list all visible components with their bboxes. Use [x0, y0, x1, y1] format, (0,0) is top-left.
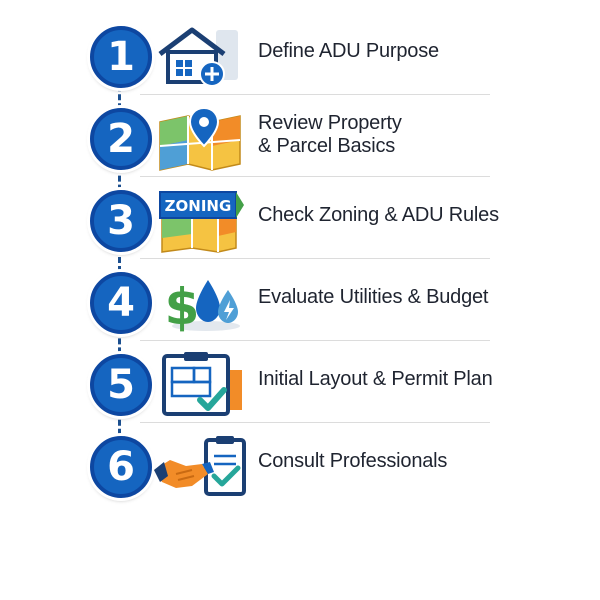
step-label: Evaluate Utilities & Budget [258, 286, 488, 309]
utilities-dollar-icon: $ [165, 278, 240, 336]
step-1: 1 Define ADU Purpose [0, 20, 600, 100]
step-label: Define ADU Purpose [258, 40, 439, 63]
step-label-line1: Evaluate Utilities & Budget [258, 286, 489, 308]
step-label-line1: Define ADU Purpose [258, 40, 439, 62]
handshake-clipboard-icon [154, 436, 246, 496]
divider [140, 94, 490, 95]
step-5: 5 Initial Layout & Permit Plan [0, 348, 600, 428]
step-number-badge: 3 [90, 190, 152, 252]
step-label-line1: Check Zoning & ADU Rules [258, 204, 499, 226]
divider [140, 340, 490, 341]
divider [140, 176, 490, 177]
house-plus-icon [158, 27, 238, 87]
step-number-badge: 1 [90, 26, 152, 88]
step-number-badge: 5 [90, 354, 152, 416]
step-3: 3 ZONING Check Zoning & ADU Rules [0, 184, 600, 264]
step-number-badge: 6 [90, 436, 152, 498]
layout-checklist-icon [162, 352, 242, 416]
step-label-line1: Initial Layout & Permit Plan [258, 368, 493, 390]
step-number-badge: 4 [90, 272, 152, 334]
svg-text:$: $ [165, 278, 200, 336]
step-6: 6 Consult Professionals [0, 430, 600, 510]
zoning-sign-text: ZONING [165, 197, 232, 215]
step-label: Review Property & Parcel Basics [258, 112, 402, 158]
timeline-connector [118, 40, 121, 480]
divider [140, 422, 490, 423]
step-label: Check Zoning & ADU Rules [258, 204, 499, 227]
step-4: 4 $ Evaluate Utilities & Budget [0, 266, 600, 346]
step-2: 2 Review Property & Parcel Basics [0, 102, 600, 182]
step-label: Initial Layout & Permit Plan [258, 368, 493, 391]
step-label-line1: Consult Professionals [258, 450, 448, 472]
step-label-line1: Review Property [258, 112, 402, 134]
step-number-badge: 2 [90, 108, 152, 170]
map-pin-icon [159, 106, 241, 171]
step-label-line2: & Parcel Basics [258, 135, 396, 157]
zoning-map-icon: ZONING [159, 191, 244, 253]
step-label: Consult Professionals [258, 450, 447, 473]
divider [140, 258, 490, 259]
